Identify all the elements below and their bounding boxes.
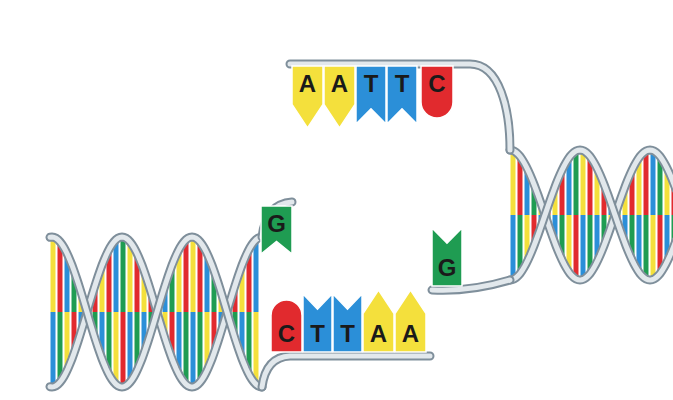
base-pair	[651, 215, 656, 276]
nucleotide-tile: T	[303, 294, 332, 352]
tile-fill	[387, 66, 417, 124]
nucleotide-tile: G	[432, 228, 462, 286]
tile-fill	[395, 290, 426, 352]
base-letter: G	[267, 212, 286, 236]
base-letter: T	[364, 72, 379, 96]
base-pair	[581, 215, 586, 276]
base-pair	[511, 154, 516, 215]
base-pair	[644, 215, 649, 276]
helix-strand	[50, 237, 262, 387]
base-letter: A	[402, 322, 419, 346]
base-pair	[644, 154, 649, 215]
helix-strand	[510, 150, 673, 280]
tile-fill	[303, 294, 332, 352]
base-pair	[51, 240, 56, 312]
tile-fill	[324, 66, 355, 128]
tile-fill	[356, 66, 386, 124]
tile-fill	[333, 294, 362, 352]
base-pair	[198, 312, 203, 379]
base-pair	[254, 312, 259, 381]
helix-strand	[50, 237, 262, 387]
base-letter: T	[340, 322, 355, 346]
base-pair	[518, 159, 523, 215]
nucleotide-tile: C	[421, 66, 453, 118]
base-pair	[588, 215, 593, 271]
helix-strand	[510, 150, 673, 280]
tile-fill	[363, 290, 394, 352]
base-pair	[128, 245, 133, 312]
base-pair	[581, 154, 586, 215]
base-pair	[58, 312, 63, 379]
nucleotide-tile: T	[387, 66, 417, 124]
base-pair	[184, 243, 189, 312]
base-letter: G	[438, 256, 457, 280]
base-pair	[574, 154, 579, 215]
tile-fill	[271, 300, 302, 352]
tile-fill	[292, 66, 323, 128]
nucleotide-tile: T	[333, 294, 362, 352]
backbone	[262, 356, 430, 387]
backbone	[262, 356, 430, 387]
backbone	[290, 64, 510, 150]
helix-strand	[510, 150, 673, 280]
base-pair	[114, 243, 119, 312]
backbones	[50, 64, 673, 387]
helix-strand	[50, 237, 262, 387]
base-pair	[574, 215, 579, 276]
base-pair	[58, 245, 63, 312]
base-pair	[588, 159, 593, 215]
base-pair	[114, 312, 119, 381]
nucleotide-tile: A	[363, 290, 394, 352]
base-pair	[121, 312, 126, 384]
base-pair	[518, 215, 523, 271]
base-letter: A	[331, 72, 348, 96]
base-pair	[511, 215, 516, 276]
nucleotide-tile: A	[292, 66, 323, 128]
base-pair	[184, 312, 189, 381]
base-pair	[191, 240, 196, 312]
base-letter: T	[310, 322, 325, 346]
base-pair	[198, 245, 203, 312]
base-pair	[658, 215, 663, 271]
nucleotide-tile: C	[271, 300, 302, 352]
nucleotide-tile: A	[324, 66, 355, 128]
tile-fill	[432, 228, 462, 286]
base-letter: C	[278, 322, 295, 346]
base-pair	[51, 312, 56, 384]
base-pair	[128, 312, 133, 379]
base-pair	[658, 159, 663, 215]
backbone	[290, 64, 510, 150]
base-letter: C	[428, 72, 445, 96]
base-pair	[651, 154, 656, 215]
base-pair	[191, 312, 196, 384]
base-pair	[121, 240, 126, 312]
base-letter: A	[370, 322, 387, 346]
base-letter: A	[299, 72, 316, 96]
tile-fill	[421, 66, 453, 118]
nucleotide-tile: A	[395, 290, 426, 352]
helix-strand	[50, 237, 262, 387]
tile-fill	[261, 206, 292, 254]
base-pair	[254, 243, 259, 312]
helix-strand	[510, 150, 673, 280]
nucleotide-tile: G	[261, 206, 292, 254]
base-letter: T	[395, 72, 410, 96]
nucleotide-tile: T	[356, 66, 386, 124]
